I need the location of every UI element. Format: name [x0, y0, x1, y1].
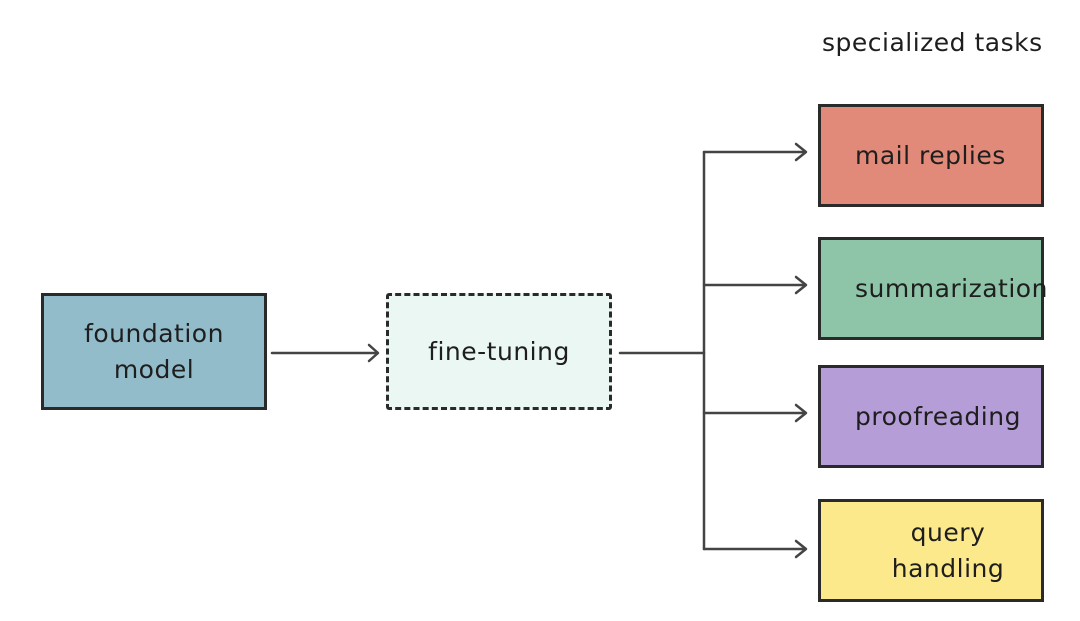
- arrowhead-mail-replies: [794, 142, 808, 162]
- task-box-proofreading: proofreading: [818, 365, 1044, 468]
- specialized-tasks-heading: specialized tasks: [822, 28, 1043, 57]
- task-label-proofreading: proofreading: [855, 401, 1021, 431]
- foundation-model-label: foundation model: [84, 318, 224, 384]
- task-label-mail-replies: mail replies: [855, 140, 1006, 170]
- arrowhead-summarization: [794, 275, 808, 295]
- arrowhead-query-handling: [794, 539, 808, 559]
- task-box-query-handling: query handling: [818, 499, 1044, 602]
- fine-tuning-label: fine-tuning: [428, 336, 570, 366]
- task-label-query-handling: query handling: [891, 517, 1005, 583]
- fine-tuning-box: fine-tuning: [386, 293, 612, 410]
- arrowhead-finetune: [367, 343, 380, 363]
- task-box-mail-replies: mail replies: [818, 104, 1044, 207]
- task-box-summarization: summarization: [818, 237, 1047, 340]
- arrowhead-proofreading: [794, 403, 808, 423]
- task-label-summarization: summarization: [855, 273, 1048, 303]
- foundation-model-box: foundation model: [41, 293, 267, 410]
